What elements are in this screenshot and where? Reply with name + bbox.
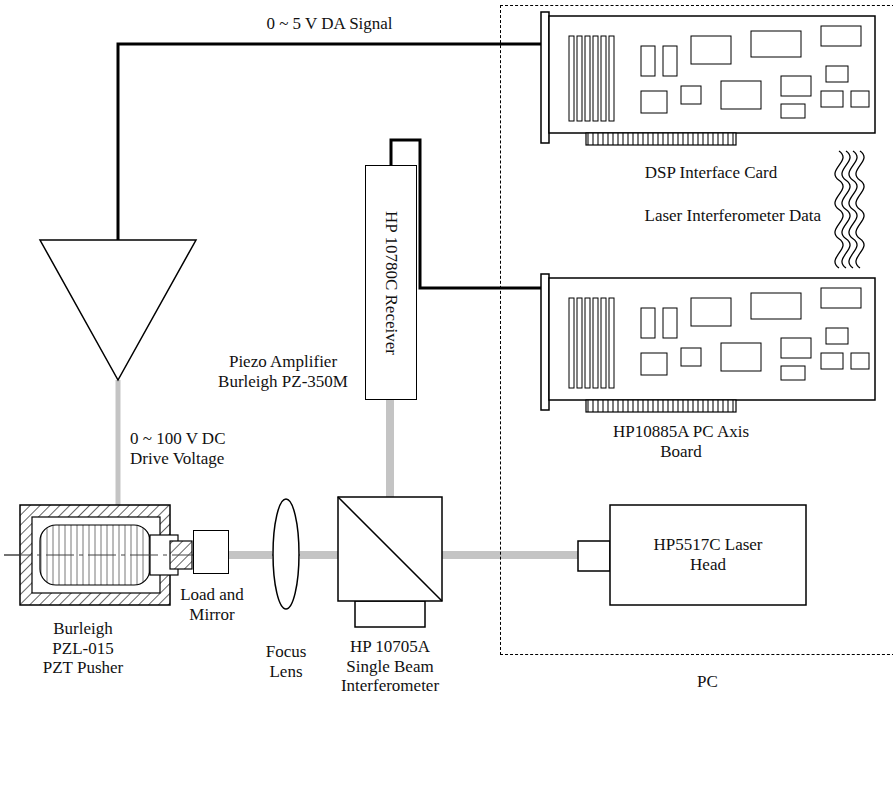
node-label: DSP Interface Card	[541, 163, 881, 183]
axis-board-shape	[541, 268, 881, 418]
edge-label: 0 ~ 5 V DA Signal	[264, 14, 394, 34]
node-label: HP 10705A Single Beam Interferometer	[335, 637, 445, 696]
node-label: PC	[697, 672, 718, 692]
load-mirror: Load and Mirror	[193, 530, 229, 574]
node-label: HP10885A PC Axis Board	[596, 422, 766, 461]
node-label: Burleigh PZL-015 PZT Pusher	[40, 619, 126, 678]
laser-beam	[229, 551, 272, 559]
focus-lens: Focus Lens	[272, 498, 300, 610]
node-label: HP 10780C Receiver	[381, 211, 401, 355]
laser-beam	[386, 400, 394, 497]
beam-splitter: HP 10705A Single Beam Interferometer	[338, 497, 442, 601]
pzt-pusher-shape	[20, 505, 190, 605]
laser-beam	[116, 380, 121, 505]
node-label: Piezo Amplifier Burleigh PZ-350M	[208, 352, 358, 391]
receiver-box: HP 10780C Receiver	[365, 165, 417, 400]
ribbon-cable	[835, 151, 864, 268]
node-label: Focus Lens	[261, 642, 311, 681]
node-label: HP5517C Laser Head	[653, 535, 763, 574]
laser-head: HP5517C Laser Head	[610, 505, 806, 605]
focus-lens-shape	[272, 498, 300, 610]
beam-splitter-shape	[338, 497, 442, 601]
signal-wire	[118, 44, 541, 240]
dsp-card: DSP Interface Card	[541, 6, 881, 151]
pzt-pusher: Burleigh PZL-015 PZT Pusher	[20, 505, 190, 605]
dsp-card-shape	[541, 6, 881, 151]
amplifier-triangle: Piezo Amplifier Burleigh PZ-350M	[40, 240, 196, 380]
edge-label: 0 ~ 100 V DC Drive Voltage	[128, 429, 244, 468]
laser-beam	[300, 551, 338, 559]
axis-board: HP10885A PC Axis Board	[541, 268, 881, 418]
edge-label: Laser Interferometer Data	[643, 206, 824, 226]
node-label: Load and Mirror	[177, 585, 247, 624]
amplifier-triangle-shape	[40, 240, 196, 380]
